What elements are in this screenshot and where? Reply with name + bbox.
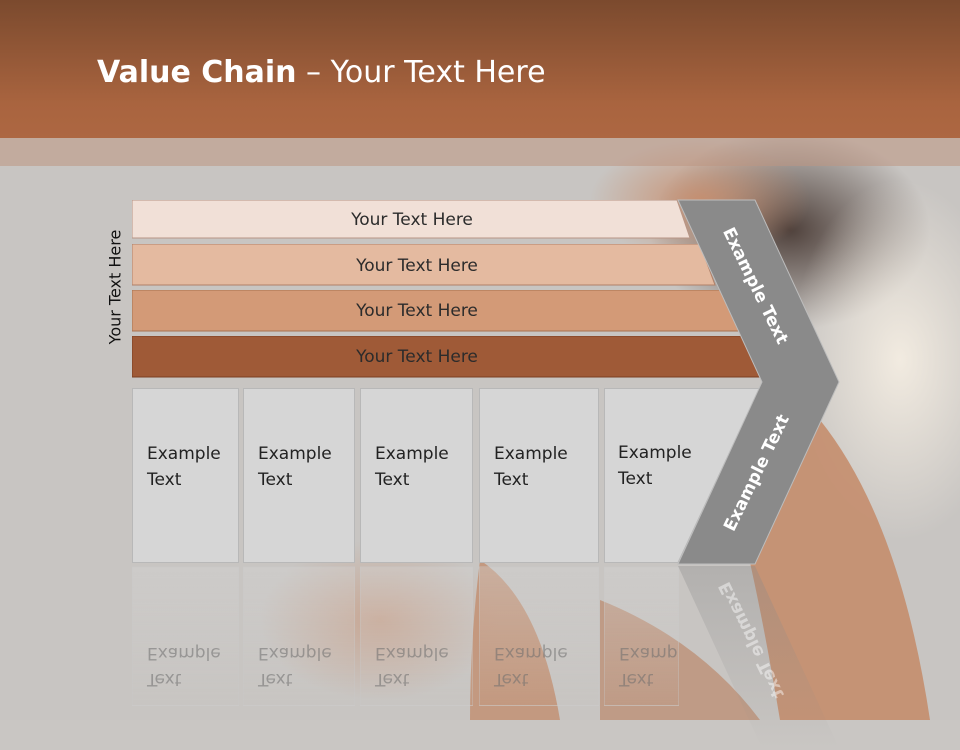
example-box-1-line2: Text [147, 470, 182, 490]
value-bar-3-label: Your Text Here [356, 301, 478, 321]
value-chain-chevron [677, 199, 840, 748]
value-bar-2: Your Text Here [132, 244, 717, 286]
slide-title-rest: – Your Text Here [296, 55, 546, 90]
example-box-4-line2: Text [494, 470, 529, 490]
example-box-1-line1: Example [147, 444, 221, 464]
reflection-3-line2: Text [375, 669, 410, 689]
value-bar-1-label: Your Text Here [351, 210, 473, 230]
example-box-4-line1: Example [494, 444, 568, 464]
value-bar-2-label: Your Text Here [356, 256, 478, 276]
value-bar-1: Your Text Here [132, 200, 692, 240]
value-bar-4-label: Your Text Here [356, 347, 478, 367]
example-box-3-reflection: Text Example [360, 566, 473, 706]
reflection-5-line2: Text [619, 669, 654, 689]
reflection-4-line1: Example [494, 643, 568, 663]
reflection-2-line1: Example [258, 643, 332, 663]
example-box-2-line2: Text [258, 470, 293, 490]
example-box-1-reflection: Text Example [132, 566, 239, 706]
slide-title-bold: Value Chain [97, 55, 297, 90]
example-box-3-line2: Text [375, 470, 410, 490]
title-header-bar [0, 0, 960, 138]
reflection-3-line1: Example [375, 643, 449, 663]
value-bar-3: Your Text Here [132, 290, 742, 332]
example-box-2-reflection: Text Example [243, 566, 355, 706]
vertical-side-label: Your Text Here [105, 229, 125, 345]
example-box-4-reflection: Text Example [479, 566, 599, 706]
example-box-2-line1: Example [258, 444, 332, 464]
example-box-5-line1: Example [618, 443, 692, 463]
reflection-4-line2: Text [494, 669, 529, 689]
header-accent-band [0, 138, 960, 166]
example-box-3-line1: Example [375, 444, 449, 464]
example-box-5-line2: Text [618, 469, 653, 489]
reflection-2-line2: Text [258, 669, 293, 689]
reflection-1-line1: Example [147, 643, 221, 663]
reflection-1-line2: Text [147, 669, 182, 689]
slide-title: Value Chain – Your Text Here [97, 55, 546, 90]
